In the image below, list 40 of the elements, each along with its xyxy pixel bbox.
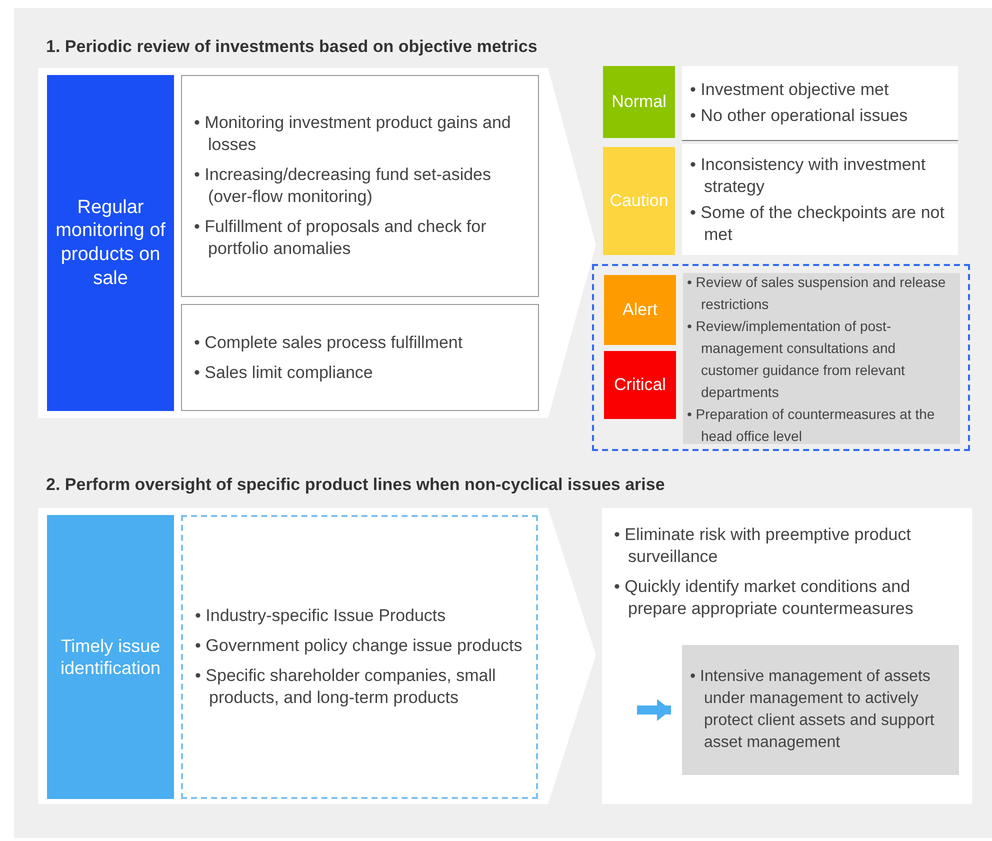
bullet-text: • Preparation of countermeasures at the head office level — [687, 404, 936, 446]
bullet-text: • Sales limit compliance — [194, 362, 374, 384]
dashed-bullet-box — [181, 515, 538, 799]
result-panel — [602, 508, 972, 804]
category-label: Alert — [622, 299, 658, 321]
bullet-box — [181, 75, 539, 297]
dashed-group-box — [592, 264, 970, 451]
bullet-text: • Review/implementation of post-management consultations and customer guidance from relevant departments — [687, 316, 906, 402]
status-box — [604, 275, 676, 345]
bullet-box — [181, 304, 539, 411]
bullet-text: • Eliminate risk with preemptive product surveillance — [614, 524, 912, 568]
category-box — [47, 515, 174, 799]
bullet-text: • Government policy change issue products — [195, 635, 524, 657]
bullet-text: • Investment objective met — [690, 79, 890, 101]
status-box — [603, 66, 675, 138]
bullet-text: • Intensive management of assets under management to actively protect client assets and support asset management — [690, 667, 936, 753]
category-label: Regular monitoring of products on sale — [54, 196, 166, 290]
bullet-text: • Fulfillment of proposals and check for portfolio anomalies — [194, 216, 488, 260]
bullet-text: • Complete sales process fulfillment — [194, 332, 464, 354]
bullet-text: • Monitoring investment product gains and losses — [194, 112, 512, 156]
bullet-text: • Review of sales suspension and release restrictions — [687, 272, 947, 314]
category-label: Normal — [612, 91, 666, 113]
bullet-text: • Increasing/decreasing fund set-asides (over-flow monitoring) — [194, 164, 492, 208]
category-label: Timely issue identification — [59, 634, 162, 680]
bullet-text: • Inconsistency with investment strategy — [690, 154, 927, 198]
bullet-text: • No other operational issues — [690, 105, 909, 127]
section-heading: 1. Periodic review of investments based on objective metrics — [46, 36, 538, 58]
status-box — [603, 147, 675, 255]
category-label: Critical — [614, 374, 666, 396]
status-box — [604, 351, 676, 419]
bullet-text: • Specific shareholder companies, small products, and long-term products — [195, 665, 497, 709]
section-heading: 2. Perform oversight of specific product lines when non-cyclical issues arise — [46, 474, 665, 496]
bullet-text: • Some of the checkpoints are not met — [690, 202, 946, 246]
bullet-text: • Industry-specific Issue Products — [195, 605, 447, 627]
category-box — [47, 75, 174, 411]
status-description-box — [682, 66, 958, 141]
category-label: Caution — [610, 190, 668, 212]
action-box — [682, 645, 959, 775]
arrow — [637, 699, 671, 721]
bullet-text: • Quickly identify market conditions and prepare appropriate countermeasures — [614, 576, 914, 620]
